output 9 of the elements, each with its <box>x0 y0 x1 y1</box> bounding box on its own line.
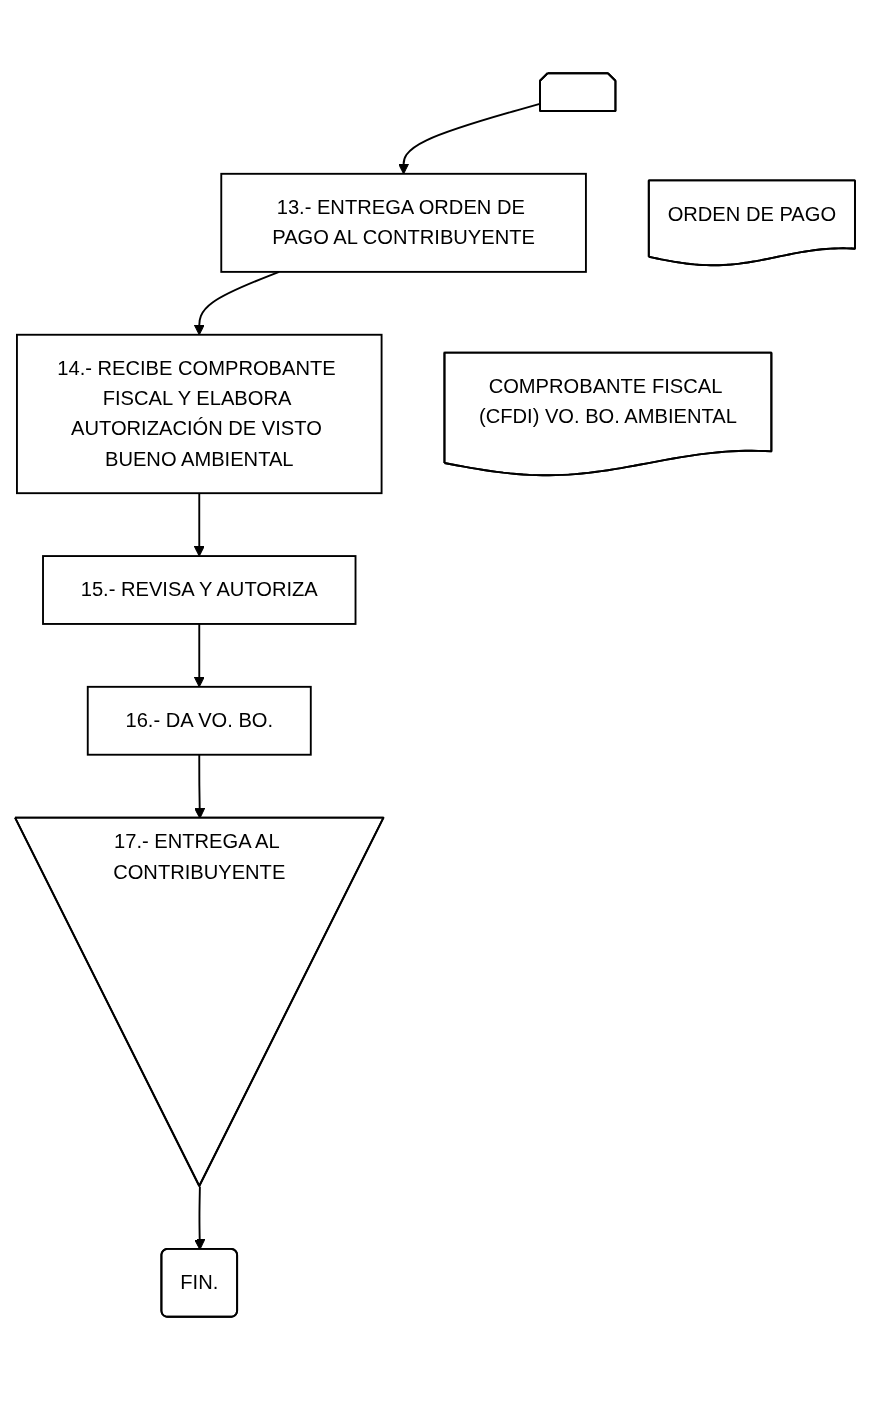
arrow <box>194 1185 206 1250</box>
node-box: 14.- RECIBE COMPROBANTE FISCAL Y ELABORA AUTORIZACIÓN DE VISTO BUENO AMBIENTAL <box>16 333 383 495</box>
node-box: 16.- DA VO. BO. <box>86 685 312 756</box>
node-box: 15.- REVISA Y AUTORIZA <box>42 555 357 625</box>
arrow <box>193 492 205 557</box>
node-box: 13.- ENTREGA ORDEN DE PAGO AL CONTRIBUYENTE <box>220 172 587 273</box>
arrow <box>193 270 281 336</box>
arrow <box>193 623 205 688</box>
arrow <box>194 753 206 819</box>
